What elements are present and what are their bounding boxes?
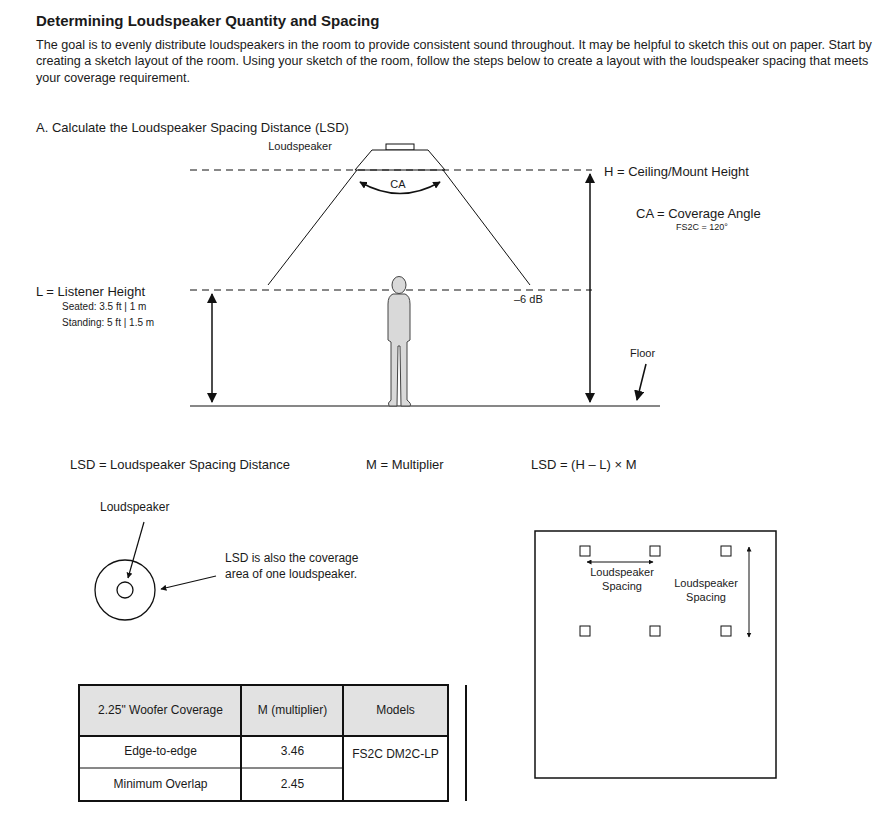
step-heading: A. Calculate the Loudspeaker Spacing Dis… [36, 120, 349, 137]
table-cell: Minimum Overlap [81, 769, 240, 800]
angle-label: CA [380, 177, 416, 191]
table-cell: 3.46 [243, 737, 342, 767]
dimension-label: H = Ceiling/Mount Height [604, 164, 749, 181]
dimension-label: Loudspeaker Spacing [670, 576, 742, 605]
part-label: Floor [630, 346, 655, 360]
page-title: Determining Loudspeaker Quantity and Spa… [36, 11, 379, 31]
note-text: FS2C = 120° [676, 222, 728, 234]
dimension-label: Loudspeaker Spacing [582, 565, 662, 594]
definition-text: M = Multiplier [366, 457, 444, 474]
table-cell: Edge-to-edge [81, 737, 240, 767]
formula-text: LSD = (H – L) × M [531, 457, 636, 474]
intro-text: The goal is to evenly distribute loudspe… [36, 37, 874, 86]
table-cell: FS2C DM2C-LP [345, 737, 446, 773]
dimension-label: L = Listener Height [36, 284, 145, 301]
table-cell: 2.45 [243, 769, 342, 800]
definition-text: LSD = Loudspeaker Spacing Distance [70, 457, 290, 474]
note-text: Standing: 5 ft | 1.5 m [62, 316, 154, 329]
table-header: M (multiplier) [243, 687, 342, 735]
table-header: Models [345, 687, 446, 735]
note-text: Seated: 3.5 ft | 1 m [62, 300, 146, 313]
table-header: 2.25" Woofer Coverage [81, 687, 240, 735]
level-label: –6 dB [514, 292, 543, 306]
dimension-label: CA = Coverage Angle [636, 206, 761, 223]
part-label: Loudspeaker [250, 139, 350, 153]
note-text: LSD is also the coverage area of one lou… [225, 551, 375, 582]
part-label: Loudspeaker [100, 500, 169, 516]
